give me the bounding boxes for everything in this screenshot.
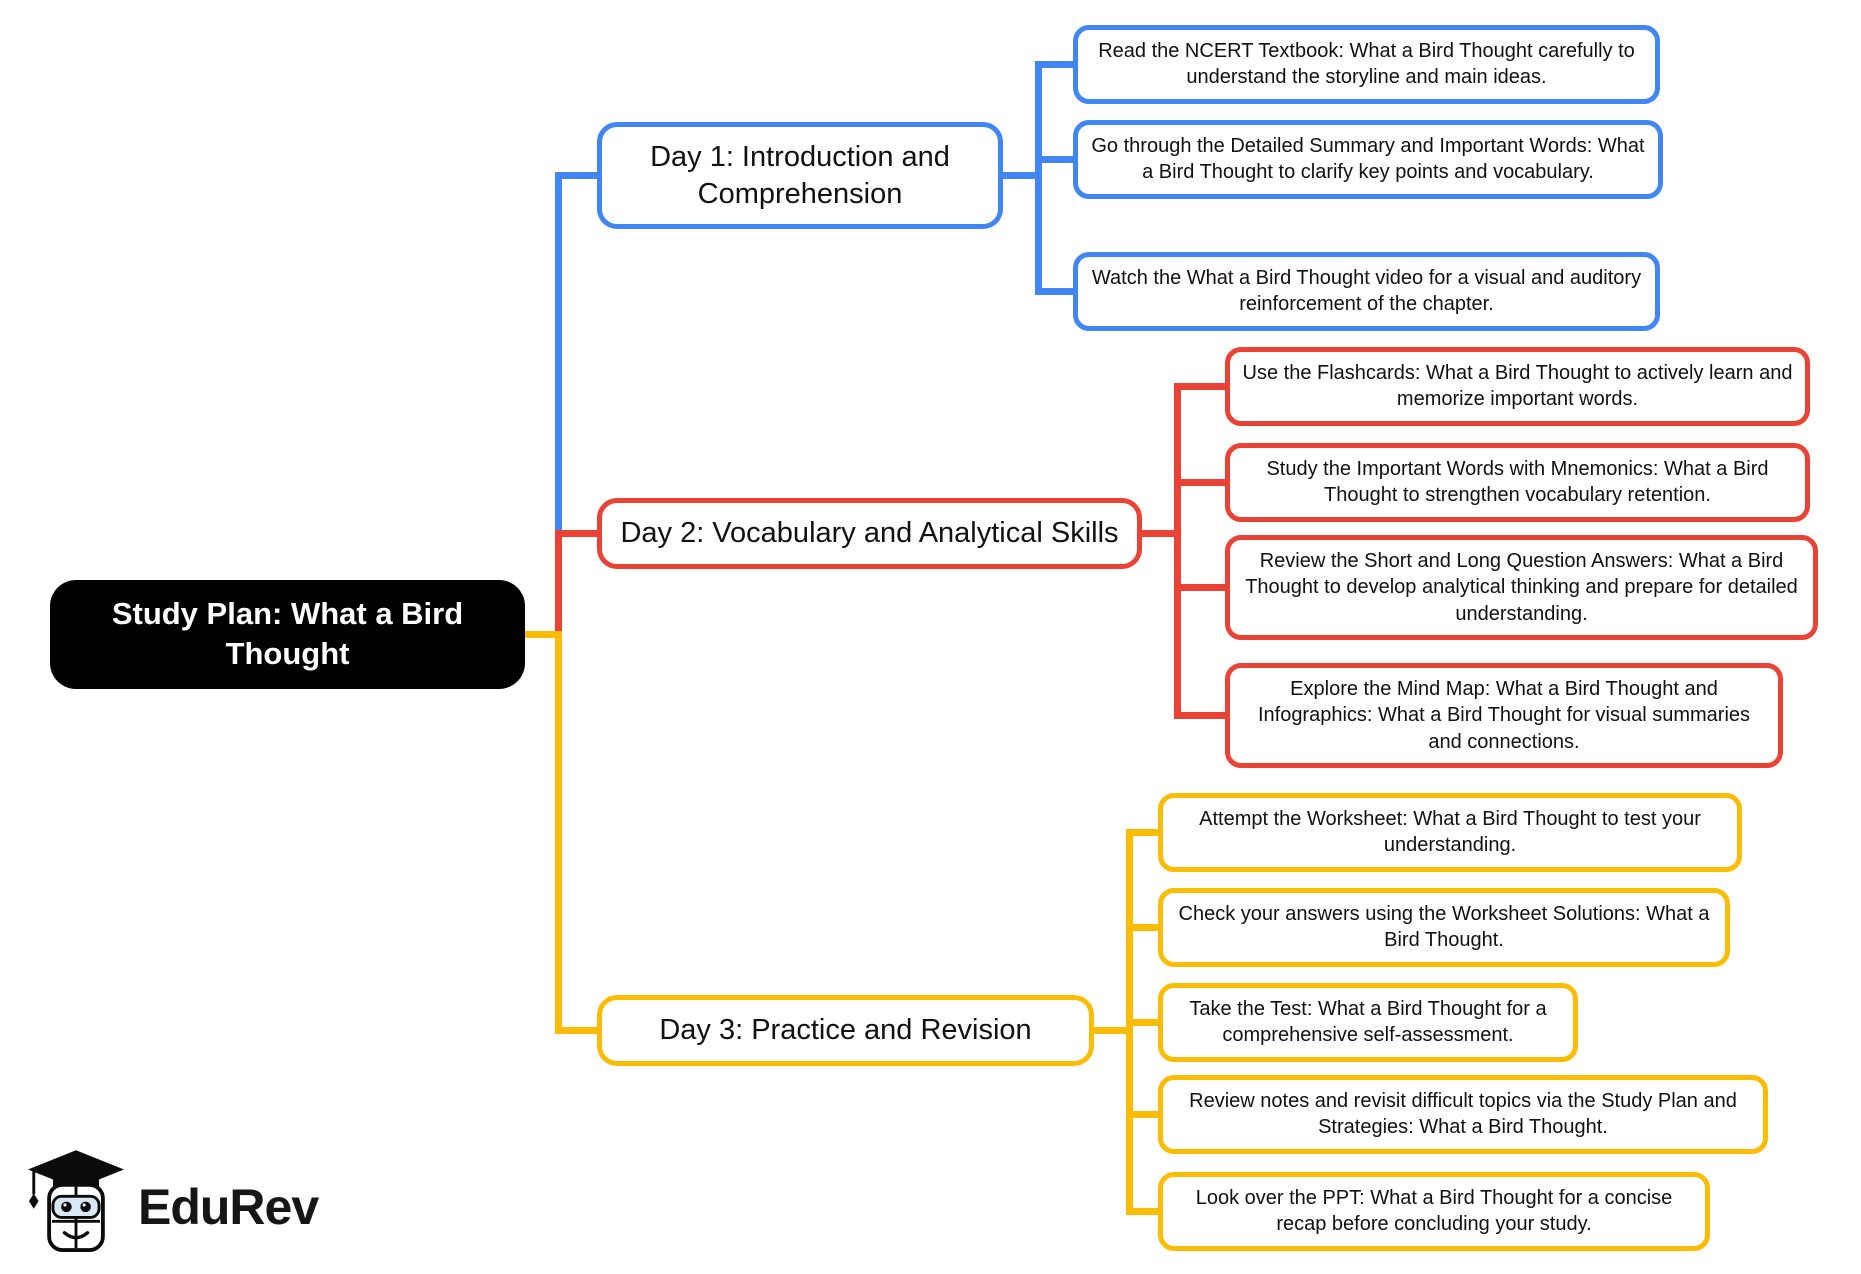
leaf-node-day1-step1: Read the NCERT Textbook: What a Bird Tho… [1073,25,1660,104]
connector-line [1035,61,1042,295]
leaf-node-day1-step3: Watch the What a Bird Thought video for … [1073,252,1660,331]
connector-line [1003,172,1042,179]
branch-node-day3: Day 3: Practice and Revision [597,995,1094,1066]
leaf-node-day3-step2: Check your answers using the Worksheet S… [1158,888,1730,967]
connector-line [1094,1027,1133,1034]
connector-line [555,530,597,537]
leaf-node-day2-step1: Use the Flashcards: What a Bird Thought … [1225,347,1810,426]
root-node: Study Plan: What a Bird Thought [50,580,525,689]
leaf-node-day2-step2: Study the Important Words with Mnemonics… [1225,443,1810,522]
connector-line [1035,156,1073,163]
connector-line [1035,61,1073,68]
leaf-node-day3-step5: Look over the PPT: What a Bird Thought f… [1158,1172,1710,1251]
connector-line [1126,924,1158,931]
connector-line [1126,829,1158,836]
connector-line [555,172,597,179]
leaf-node-day1-step2: Go through the Detailed Summary and Impo… [1073,120,1663,199]
branch-node-day2: Day 2: Vocabulary and Analytical Skills [597,498,1142,569]
connector-line [1174,383,1225,390]
connector-line [1126,1208,1158,1215]
edurev-logo-text: EduRev [138,1178,319,1235]
connector-line [1174,383,1181,719]
connector-line [555,631,562,1034]
edurev-mascot-icon [28,1148,124,1265]
leaf-node-day2-step3: Review the Short and Long Question Answe… [1225,535,1818,641]
connector-line [1142,530,1181,537]
connector-line [555,1027,597,1034]
branch-node-day1: Day 1: Introduction and Comprehension [597,122,1003,230]
connector-line [555,530,562,631]
connector-line [555,172,562,530]
connector-line [1126,1111,1158,1118]
connector-line [1174,712,1225,719]
connector-line [525,631,562,638]
leaf-node-day2-step4: Explore the Mind Map: What a Bird Though… [1225,663,1783,769]
connector-line [1174,584,1225,591]
leaf-node-day3-step1: Attempt the Worksheet: What a Bird Thoug… [1158,793,1742,872]
connector-line [1126,1019,1158,1026]
connector-line [1035,288,1073,295]
leaf-node-day3-step4: Review notes and revisit difficult topic… [1158,1075,1768,1154]
leaf-node-day3-step3: Take the Test: What a Bird Thought for a… [1158,983,1578,1062]
connector-line [1174,479,1225,486]
edurev-logo: EduRev [28,1148,319,1265]
